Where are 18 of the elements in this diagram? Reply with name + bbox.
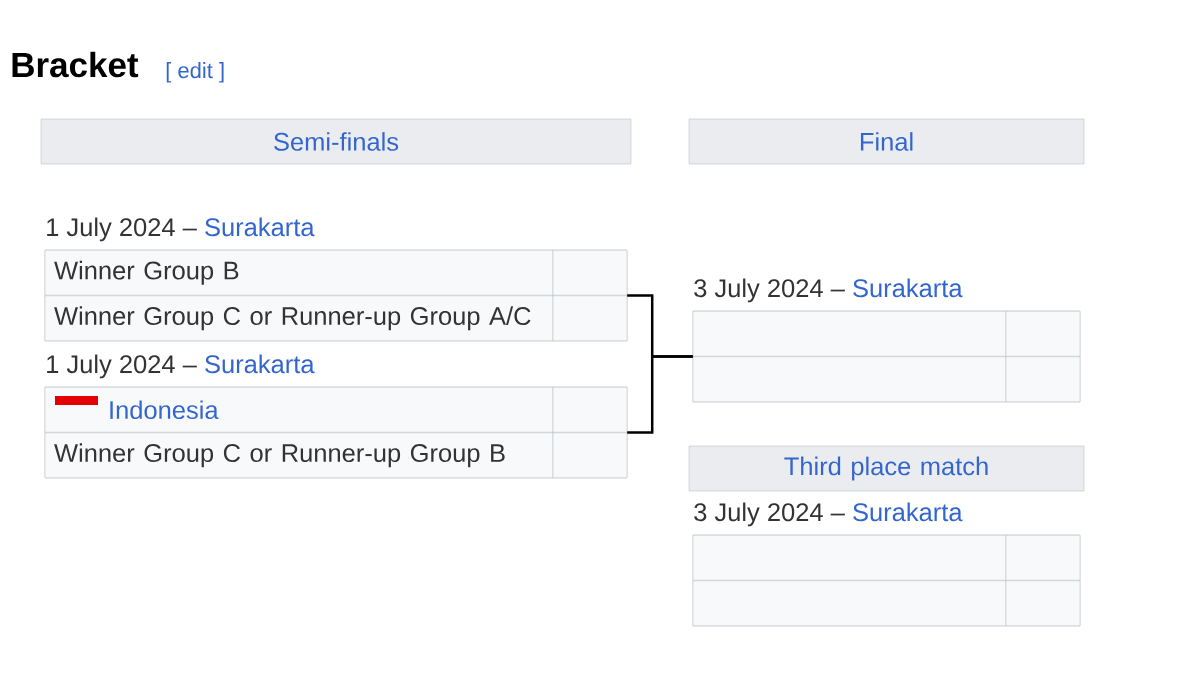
round-header: Third place match xyxy=(688,445,1085,492)
score-cell xyxy=(1005,356,1081,402)
score-cell xyxy=(552,250,628,296)
date-venue-text: 1 July 2024 – Surakarta xyxy=(47,354,315,379)
score-cell xyxy=(552,432,628,478)
score-cell xyxy=(552,295,628,341)
date-venue-text: 1 July 2024 – Surakarta xyxy=(47,217,315,242)
bracket-line xyxy=(627,355,693,434)
score-cell xyxy=(1005,535,1081,581)
heading: Bracket xyxy=(12,51,139,78)
edit-link: [ edit ] xyxy=(166,62,224,83)
round-header: Final xyxy=(688,118,1085,165)
date-venue-text: 3 July 2024 – Surakarta xyxy=(694,278,963,303)
date-venue-text: 3 July 2024 – Surakarta xyxy=(694,502,963,527)
score-cell xyxy=(1005,580,1081,626)
round-header: Semi-finals xyxy=(40,118,632,165)
score-cell xyxy=(1005,311,1081,357)
score-cell xyxy=(552,387,628,433)
